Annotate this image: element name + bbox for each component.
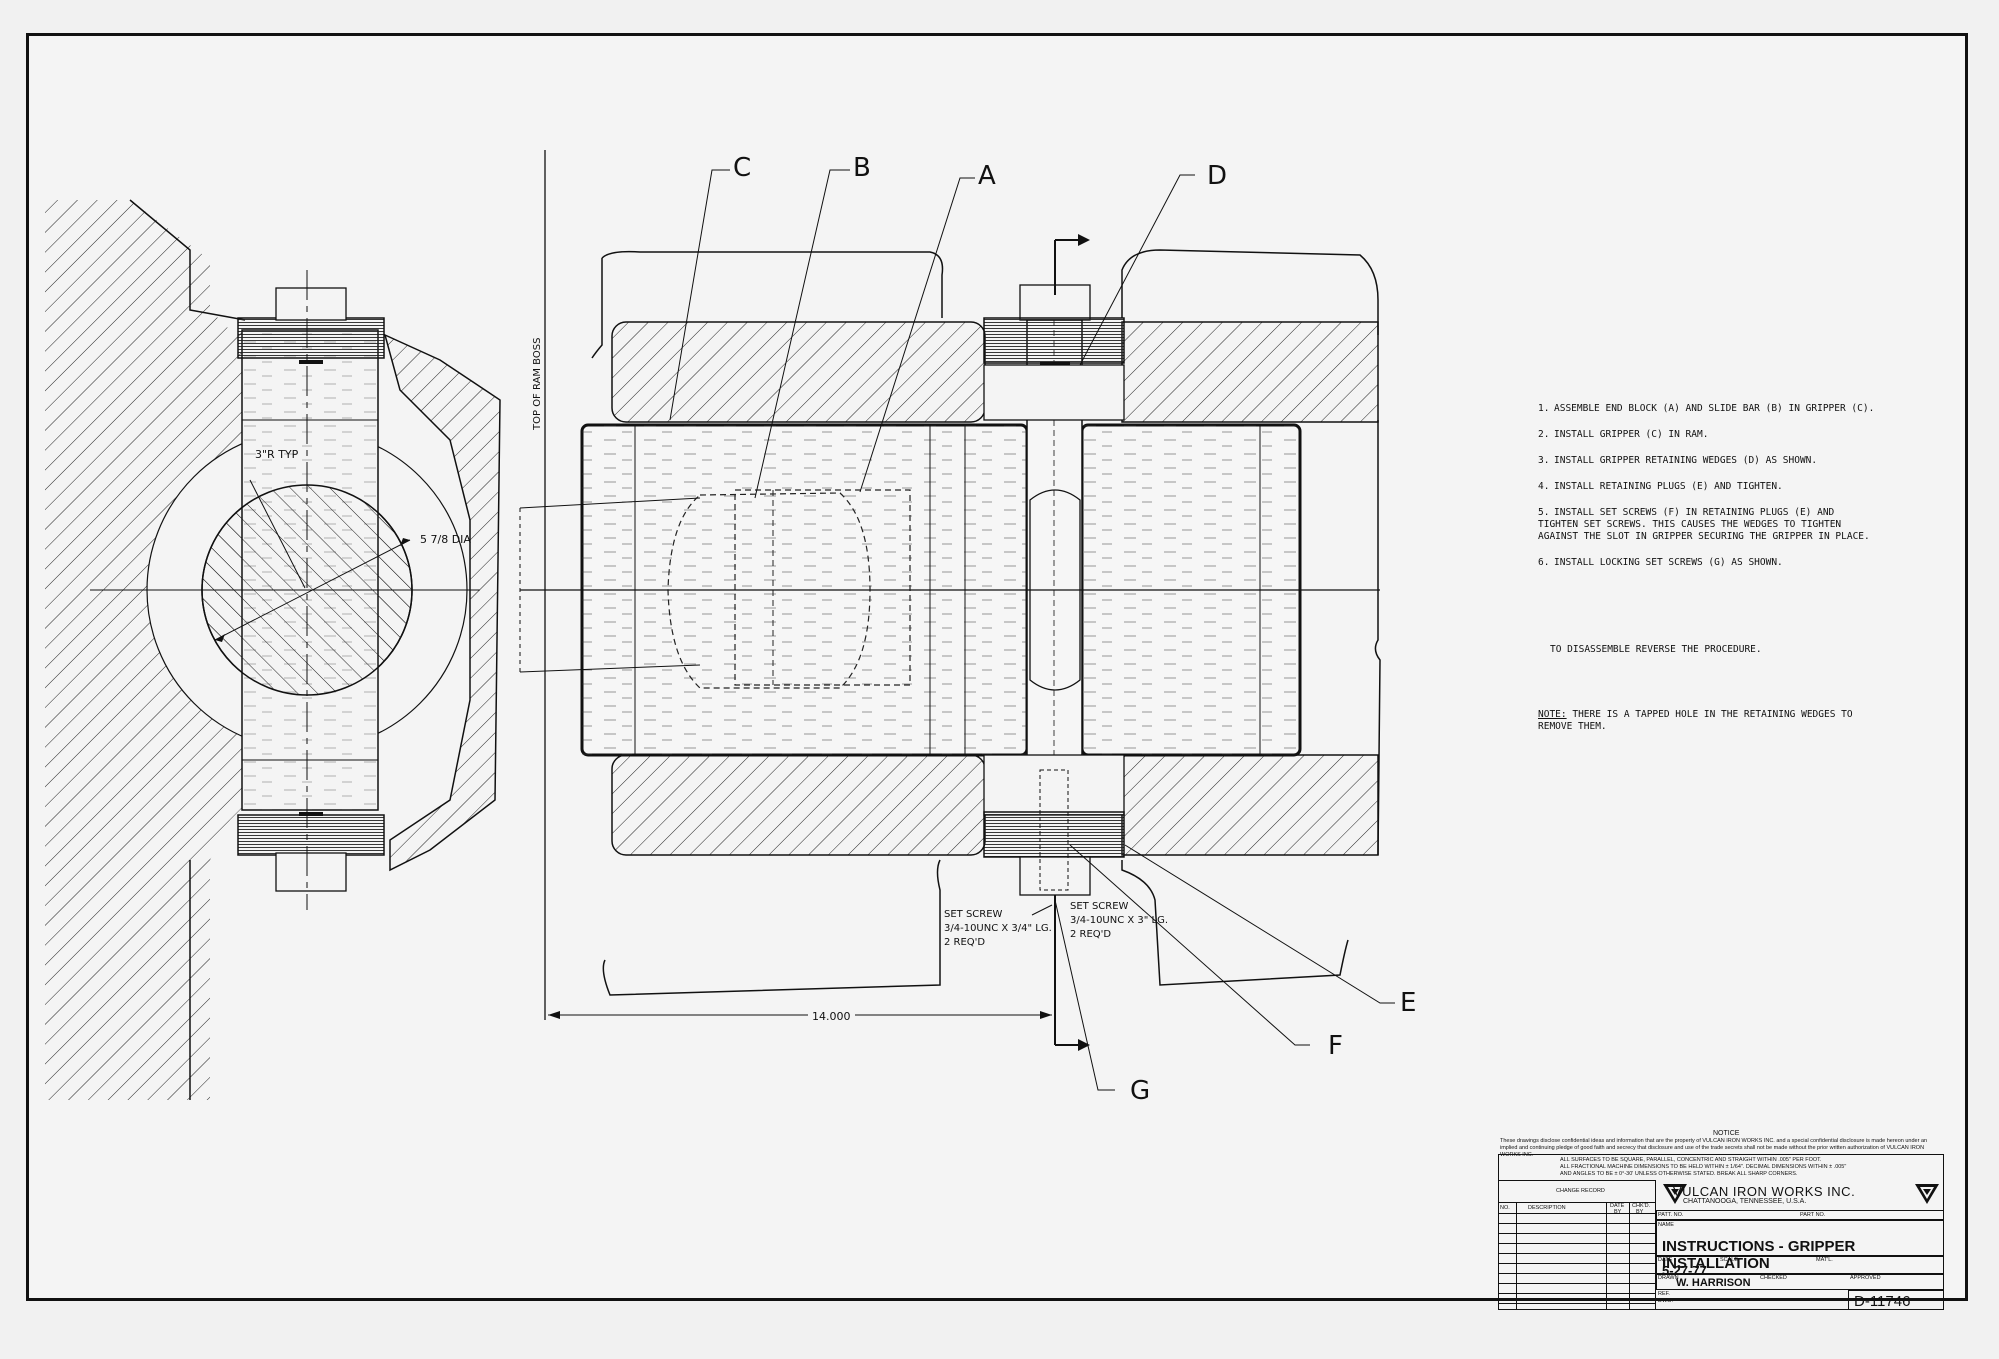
part-no-label: PART NO. [1800,1212,1826,1218]
top-of-ram-boss-label: TOP OF RAM BOSS [532,337,543,430]
note-item: 1.ASSEMBLE END BLOCK (A) AND SLIDE BAR (… [1538,403,1875,414]
callout-f: F [1328,1031,1343,1061]
notice-heading: NOTICE [1713,1130,1740,1137]
tolerance-line: AND ANGLES TO BE ± 0°-30' UNLESS OTHERWI… [1560,1171,1798,1177]
ram-lower-outline [602,859,1349,996]
company-city: CHATTANOOGA, TENNESSEE, U.S.A. [1683,1198,1807,1205]
drawing-number-box [1848,1290,1944,1310]
tapped-hole-note: NOTE: THERE IS A TAPPED HOLE IN THE RETA… [1538,709,1868,733]
tolerance-line: ALL FRACTIONAL MACHINE DIMENSIONS TO BE … [1560,1164,1847,1170]
name-row [1656,1220,1944,1256]
drawn-by: W. HARRISON [1676,1277,1751,1289]
company-name: VULCAN IRON WORKS INC. [1673,1184,1856,1199]
note-prefix: NOTE: [1538,709,1567,720]
section-view [45,199,501,1100]
diameter-label: 5 7/8 DIA [420,533,471,546]
main-bottom-threads [983,811,1125,858]
note-item: 5.INSTALL SET SCREWS (F) IN RETAINING PL… [1538,507,1870,542]
radius-label: 3"R TYP [255,448,299,461]
change-record-header [1498,1202,1656,1214]
col-date: DATE [1610,1203,1625,1209]
note-item: 6.INSTALL LOCKING SET SCREWS (G) AS SHOW… [1538,557,1783,568]
col-description: DESCRIPTION [1528,1205,1566,1211]
callout-e: E [1400,988,1417,1018]
note-item: 4.INSTALL RETAINING PLUGS (E) AND TIGHTE… [1538,481,1783,492]
callout-c: C [733,153,752,183]
top-screw [275,287,347,321]
ram-body-bottom-right [1121,754,1379,856]
patt-row [1656,1210,1944,1220]
dimension-14: 14.000 [808,1010,855,1023]
slide-bar-dashed [734,489,911,686]
bottom-plug-threads [237,814,385,856]
callout-d: D [1207,161,1228,191]
material-label: MAT'L. [1816,1257,1833,1263]
main-view [519,150,1395,1091]
bearing-hatch [383,333,501,872]
housing-outline [129,199,246,1100]
housing-hatch [45,200,250,1100]
retaining-plug-bottom [983,754,1125,816]
set-screw-f [1039,769,1069,891]
col-by-2: BY [1636,1209,1644,1215]
retaining-plug-top [983,364,1125,421]
title-block: NOTICE These drawings disclose confident… [1498,1130,1944,1310]
callout-b: B [853,153,871,183]
date-row [1656,1256,1944,1274]
name-label: NAME [1658,1222,1674,1228]
divider [1516,1202,1517,1310]
bottom-screw [275,852,347,892]
approved-label: APPROVED [1850,1275,1881,1281]
drawing-number: D-11746 [1854,1293,1911,1310]
set-screw-left-label: SET SCREW 3/4-10UNC X 3/4" LG. 2 REQ'D [944,909,1052,948]
callout-g: G [1130,1076,1151,1106]
note-item: 3.INSTALL GRIPPER RETAINING WEDGES (D) A… [1538,455,1818,466]
scale-label: SCALE [1720,1257,1739,1263]
ram-body-bottom-left [611,754,986,856]
checked-label: CHECKED [1760,1275,1787,1281]
change-record-heading: CHANGE RECORD [1556,1188,1605,1194]
vulcan-logo-right [1914,1182,1940,1206]
main-bottom-screw [1019,856,1091,896]
drawn-row [1656,1274,1944,1290]
main-top-threads [983,317,1125,364]
vulcan-logo-left [1662,1182,1688,1206]
note-text: THERE IS A TAPPED HOLE IN THE RETAINING … [1538,709,1853,732]
date-label: DATE [1658,1257,1673,1263]
patt-no-label: PATT. NO. [1658,1212,1684,1218]
col-no: NO. [1500,1205,1510,1211]
ref-label: REF. [1658,1291,1670,1297]
assembly-notes: 1.ASSEMBLE END BLOCK (A) AND SLIDE BAR (… [1538,403,1878,583]
disassemble-note: TO DISASSEMBLE REVERSE THE PROCEDURE. [1550,644,1762,655]
ram-body-top-left [611,321,986,423]
top-plug-threads [237,317,385,359]
note-item: 2.INSTALL GRIPPER (C) IN RAM. [1538,429,1709,440]
dwg-label: DWG. [1658,1298,1673,1304]
notice-text: These drawings disclose confidential ide… [1500,1138,1928,1158]
change-record-rows [1498,1214,1656,1310]
drawn-label: DRAWN [1658,1275,1679,1281]
end-block-dashed [667,492,871,689]
callout-a: A [978,161,996,191]
ram-outline [601,249,1379,335]
drawing-title: INSTRUCTIONS - GRIPPER INSTALLATION [1662,1238,1856,1272]
ram-body-top-right [1121,321,1379,423]
divider [1629,1202,1630,1310]
tolerance-line: ALL SURFACES TO BE SQUARE, PARALLEL, CON… [1560,1157,1822,1163]
divider [1606,1202,1607,1310]
col-by: BY [1614,1209,1622,1215]
set-screw-right-label: SET SCREW 3/4-10UNC X 3" LG. 2 REQ'D [1070,901,1169,940]
col-chkd: CHK'D. [1632,1203,1651,1209]
